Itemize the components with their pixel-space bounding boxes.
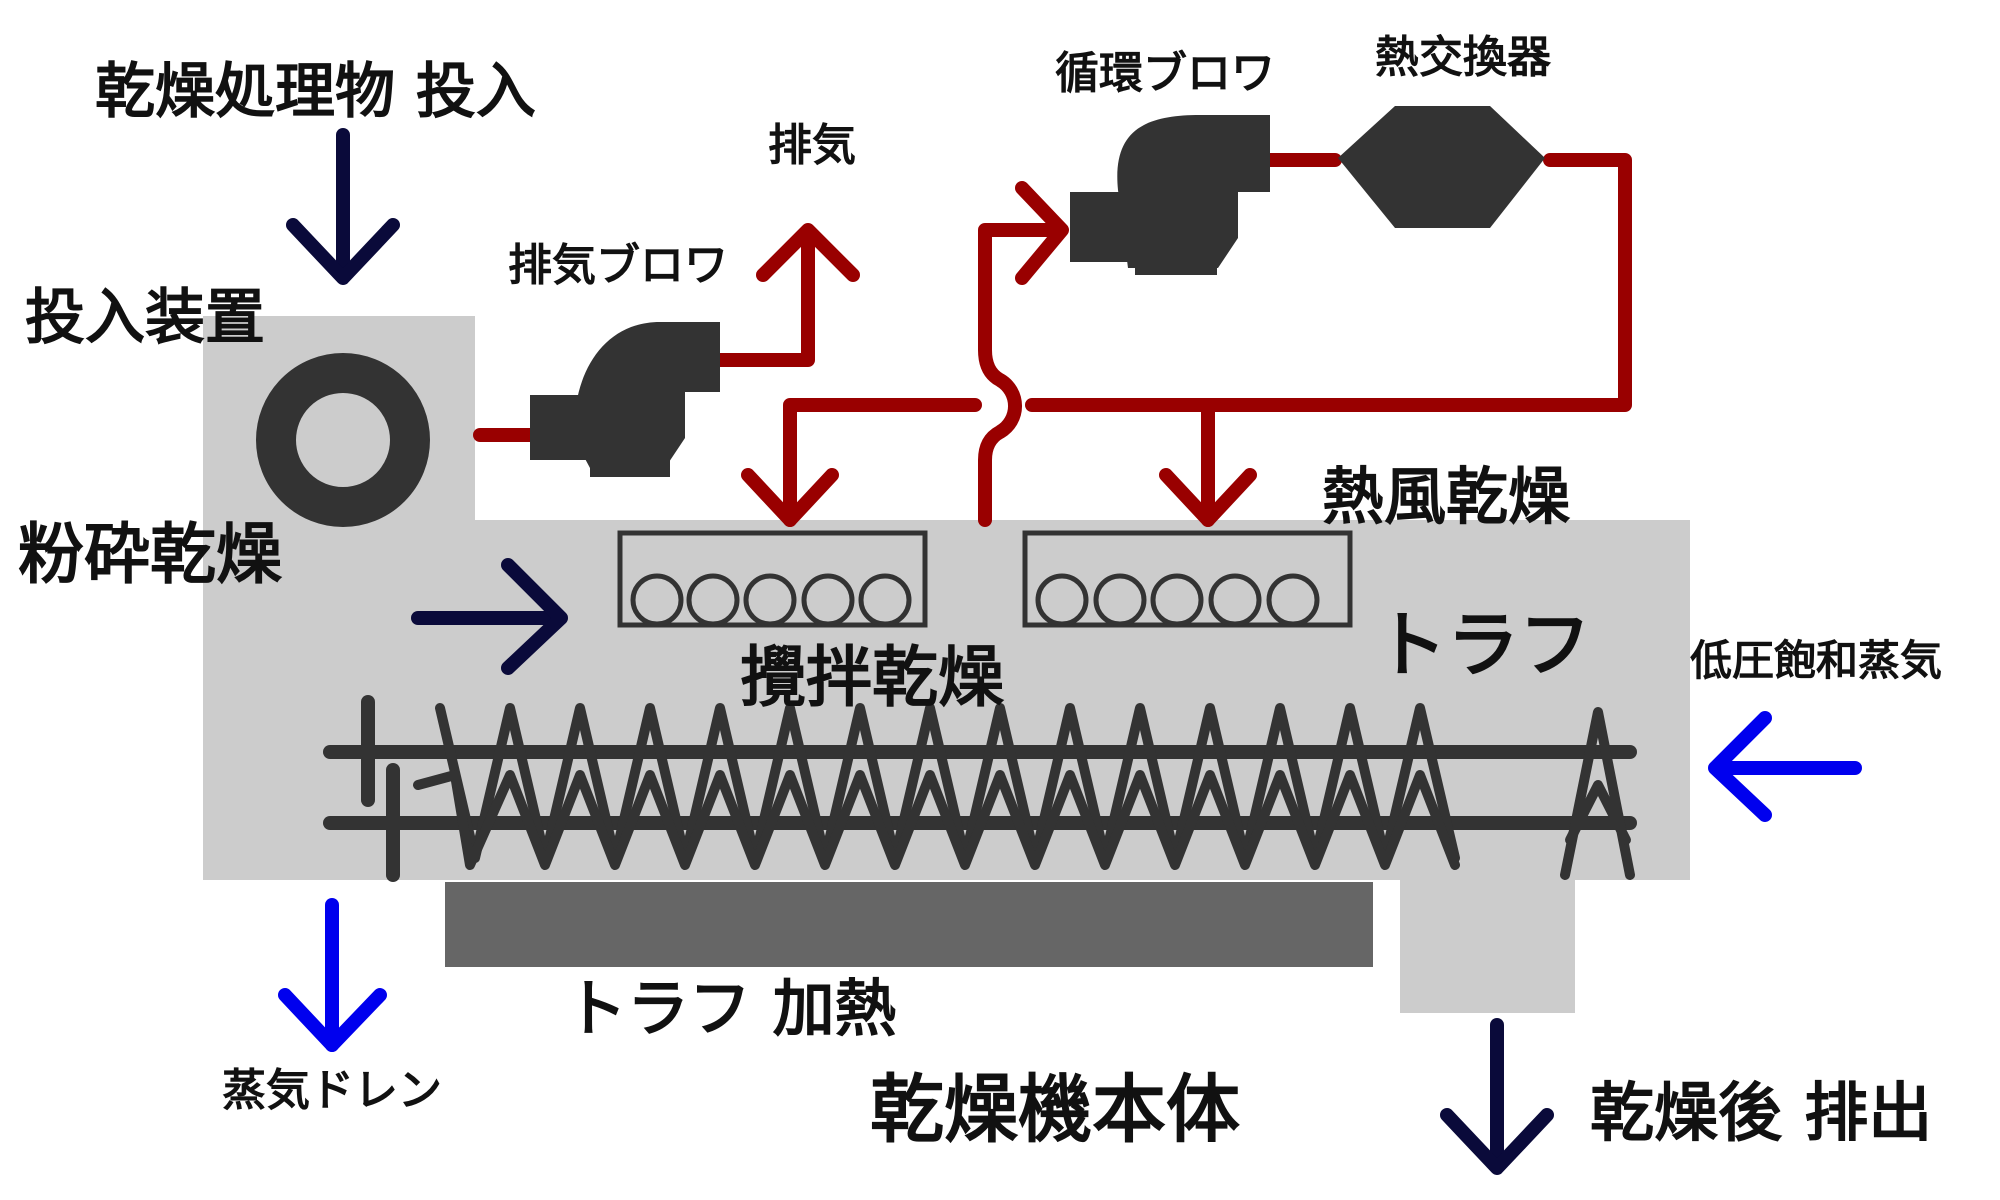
label-stir-dry: 攪拌乾燥 [740,639,1005,716]
nozzle-box-right [1022,530,1353,628]
exhaust-blower-icon [530,322,720,477]
label-crush-dry: 粉砕乾燥 [18,516,283,593]
material-flow-arrows [286,128,1554,1175]
label-exhaust: 排気 [768,120,856,171]
hot-air-piping [473,153,1632,527]
nozzle-box-left [617,530,928,628]
ring-icon [256,353,430,527]
screw-conveyor-icon [323,695,1637,882]
steam-drain-arrow-icon [278,898,387,1052]
exhaust-arrow-icon [756,223,860,282]
label-low-pressure-steam: 低圧飽和蒸気 [1690,636,1942,685]
discharge-chute [1400,875,1575,1013]
label-feeder: 投入装置 [25,283,265,353]
label-exhaust-blower: 排気ブロワ [508,240,728,291]
hexagon-icon [1338,106,1545,228]
feed-arrow-icon [286,128,400,285]
circulation-in-arrow-icon [1015,181,1069,285]
label-feed-material: 乾燥処理物 投入 [95,57,536,127]
label-circulation-blower: 循環ブロワ [1055,48,1275,99]
right-chamber-arrow-icon [1159,468,1257,527]
inflow-arrow-icon [411,558,568,675]
left-chamber-arrow-icon [741,468,839,527]
trough-heater [445,882,1373,967]
label-steam-drain: 蒸気ドレン [222,1065,442,1116]
circulation-blower-icon [1070,115,1270,275]
steam-arrows [278,711,1862,1052]
discharge-arrow-icon [1440,1018,1554,1175]
label-hot-air-dry: 熱風乾燥 [1322,460,1571,533]
label-trough-heating: トラフ 加熱 [565,972,897,1045]
steam-in-arrow-icon [1708,711,1862,822]
label-heat-exchanger: 熱交換器 [1375,32,1552,83]
label-dryer-body: 乾燥機本体 [870,1067,1240,1153]
label-discharge: 乾燥後 排出 [1590,1077,1932,1151]
hot-air-arrows [741,181,1257,527]
label-trough: トラフ [1375,603,1591,687]
